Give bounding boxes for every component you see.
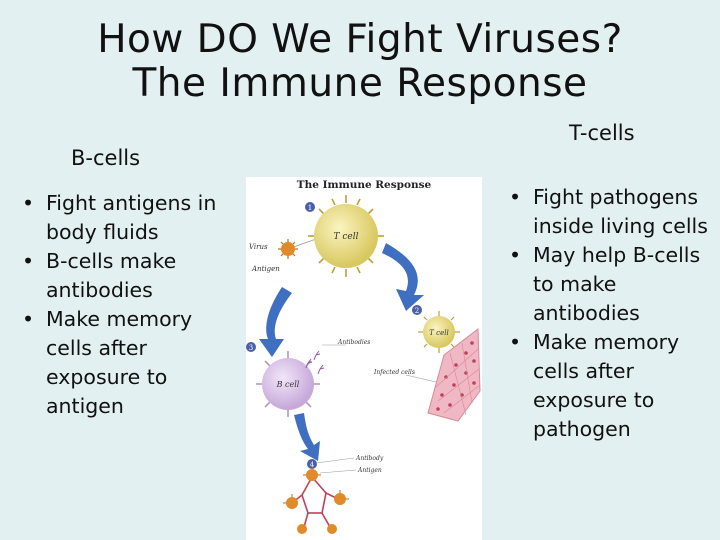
step-badge-3: 3: [246, 342, 256, 352]
antigen-2-label: Antigen: [357, 467, 382, 474]
antibody-antigen-complex-icon: [283, 466, 349, 534]
arrow-icon: [259, 287, 292, 357]
step-number: 1: [308, 204, 312, 212]
step-badge-2: 2: [412, 305, 422, 315]
t-cells-heading: T-cells: [569, 121, 635, 145]
antigen-label: Antigen: [251, 265, 280, 273]
step-number: 4: [310, 461, 315, 469]
small-t-cell-icon: [418, 311, 460, 353]
t-cell-small-label: T cell: [429, 329, 448, 337]
t-cells-bullet: Make memory cells after exposure to path…: [505, 328, 720, 444]
b-cells-bullet: B-cells make antibodies: [18, 247, 233, 305]
infected-cells-label: Infected cells: [373, 369, 415, 376]
t-cells-bullet: Fight pathogens inside living cells: [505, 183, 720, 241]
b-cells-bullet: Fight antigens in body fluids: [18, 189, 233, 247]
virus-icon: [278, 238, 317, 259]
slide-title: How DO We Fight Viruses? The Immune Resp…: [0, 18, 720, 106]
t-cells-bullet-list: Fight pathogens inside living cells May …: [505, 183, 720, 444]
immune-response-diagram: The Immune Response 1 2 3 4: [246, 179, 481, 534]
step-badge-1: 1: [305, 202, 315, 212]
virus-label: Virus: [249, 243, 268, 251]
t-cells-bullet: May help B-cells to make antibodies: [505, 241, 720, 328]
title-line-1: How DO We Fight Viruses?: [97, 17, 623, 62]
b-cell-icon: [256, 351, 320, 417]
antibodies-label: Antibodies: [337, 339, 370, 346]
b-cells-heading: B-cells: [71, 146, 141, 170]
immune-response-figure: The Immune Response 1 2 3 4: [246, 177, 482, 540]
infected-cells-icon: [427, 328, 481, 422]
arrow-icon: [382, 243, 424, 311]
step-number: 2: [415, 307, 419, 315]
b-cells-bullet: Make memory cells after exposure to anti…: [18, 305, 233, 421]
figure-title: The Immune Response: [297, 179, 432, 191]
step-number: 3: [249, 344, 253, 352]
arrow-icon: [294, 413, 320, 461]
title-line-2: The Immune Response: [132, 61, 588, 106]
b-cell-label: B cell: [276, 380, 300, 389]
t-cell-icon: [308, 195, 384, 277]
antibody-label: Antibody: [355, 455, 384, 462]
t-cell-label: T cell: [334, 232, 359, 242]
b-cells-bullet-list: Fight antigens in body fluids B-cells ma…: [18, 189, 233, 421]
step-badge-4: 4: [307, 459, 317, 469]
antibodies-icon: [305, 350, 325, 375]
